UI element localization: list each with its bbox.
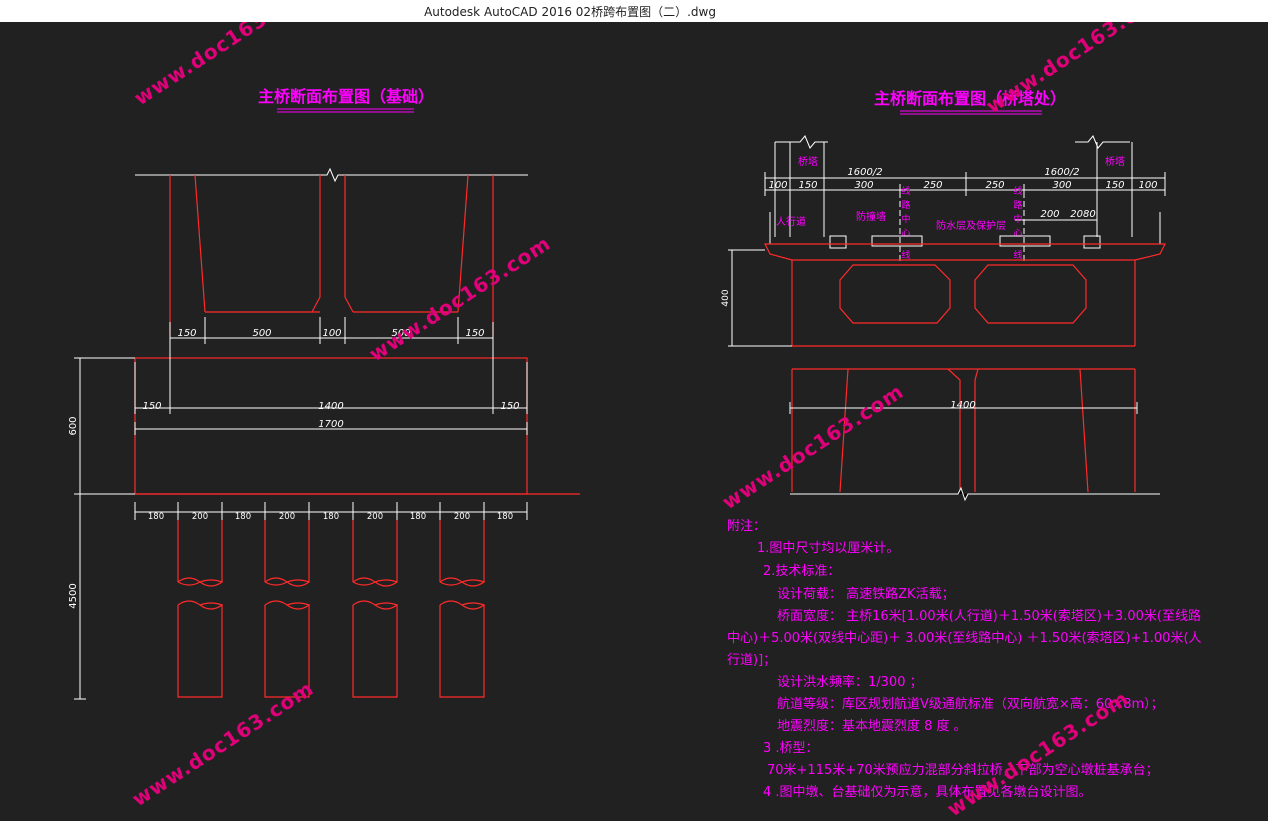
dim-label: 100 [768,180,787,191]
pier-section [791,368,1136,493]
note-line: 1.图中尺寸均以厘米计。 [757,541,899,556]
note-line: 设计洪水频率：1/300 ； [777,674,923,690]
centerline-label: 线 [1013,185,1022,197]
section-top-line [135,167,528,183]
dim-label: 300 [854,180,873,191]
dim-label: 150 [142,401,161,412]
dim-label: 200 [279,512,295,522]
label-waterproof: 防水层及保护层 [936,219,1006,232]
centerline-label: 中 [1013,213,1022,225]
right-view-title: 主桥断面布置图（桥塔处） [874,89,1066,108]
notes-heading: 附注： [727,519,766,534]
note-line: 行道)]； [727,653,776,668]
dim-label: 150 [465,328,484,339]
title-bar: Autodesk AutoCAD 2016 02桥跨布置图（二）.dwg [0,0,1268,22]
centerline-label: 线 [901,185,910,197]
dim-label: 300 [1052,180,1071,191]
dim-label: 180 [148,512,164,522]
dim-label: 150 [500,401,519,412]
right-view: 主桥断面布置图（桥塔处） 桥塔 桥塔 [721,89,1166,502]
watermark: www.doc163.com [365,231,555,366]
watermark: www.doc163.com [982,22,1172,118]
pile [177,520,224,698]
dim-label: 250 [985,180,1004,191]
note-line: 70米+115米+70米预应力混部分斜拉桥，下部为空心墩桩基承台； [767,762,1159,778]
dim-label: 100 [1138,180,1157,191]
tower-label-left: 桥塔 [798,155,818,168]
centerline-label: 路 [901,199,910,211]
pile [264,520,311,698]
dim-label: 1600/2 [847,167,882,178]
box-girder-section [764,243,1166,347]
dim-label: 200 [367,512,383,522]
notes: 附注： 1.图中尺寸均以厘米计。 2.技术标准： 设计荷载： 高速铁路ZK活载；… [727,519,1202,800]
dim-label: 500 [252,328,271,339]
tower-label-right: 桥塔 [1105,155,1125,168]
dim-label: 2080 [1070,209,1095,220]
note-line: 4 .图中墩、台基础仅为示意，具体布置见各墩台设计图。 [763,784,1092,800]
dim-label: 1600/2 [1044,167,1079,178]
window-title: Autodesk AutoCAD 2016 02桥跨布置图（二）.dwg [424,5,716,19]
dim-label: 600 [68,416,79,435]
note-line: 航道等级：库区规划航道Ⅴ级通航标准（双向航宽×高：60×8m）； [777,696,1164,712]
dim-label: 250 [923,180,942,191]
dim-label: 150 [798,180,817,191]
dim-label: 200 [454,512,470,522]
dims-row-top [169,317,494,344]
piles [177,520,486,698]
note-line: 桥面宽度： 主桥16米[1.00米(人行道)＋1.50米(索塔区)＋3.00米(… [777,608,1201,624]
note-line: 地震烈度：基本地震烈度 8 度 。 [777,718,967,734]
dim-label: 180 [497,512,513,522]
centerline-label: 中 [901,213,910,225]
left-view-title: 主桥断面布置图（基础） [258,87,434,106]
dim-label: 1700 [318,419,343,430]
note-line: 设计荷载： 高速铁路ZK活载； [777,586,955,602]
dim-label: 4500 [68,583,79,608]
dim-label: 400 [721,289,731,306]
dim-label: 200 [192,512,208,522]
dim-label: 1400 [318,401,343,412]
dim-label: 500 [391,328,410,339]
pile [439,520,486,698]
label-crash-wall: 防撞墙 [856,210,886,223]
dims-row-top-labels: 150 500 100 500 150 [177,328,484,339]
dim-label: 200 [1040,209,1059,220]
dim-label: 180 [410,512,426,522]
label-sidewalk: 人行道 [776,215,806,228]
centerline-label: 线 [901,249,910,261]
dim-label: 150 [177,328,196,339]
note-line: 中心)＋5.00米(双线中心距)＋ 3.00米(至线路中心) ＋1.50米(索塔… [727,630,1202,646]
centerline-label: 心 [1013,228,1022,239]
note-line: 2.技术标准： [763,564,840,579]
box-girder-webs [169,174,494,335]
dim-label: 100 [322,328,341,339]
dim-label: 150 [1105,180,1124,191]
left-view: 主桥断面布置图（基础） 150 [68,87,580,700]
pile [352,520,399,698]
dim-label: 1400 [950,400,975,411]
note-line: 3 .桥型： [763,741,819,756]
dim-label: 180 [323,512,339,522]
centerline-label: 线 [1013,249,1022,261]
watermark: www.doc163.com [128,676,318,811]
centerline-label: 心 [901,228,910,239]
dim-label: 180 [235,512,251,522]
centerline-label: 路 [1013,199,1022,211]
